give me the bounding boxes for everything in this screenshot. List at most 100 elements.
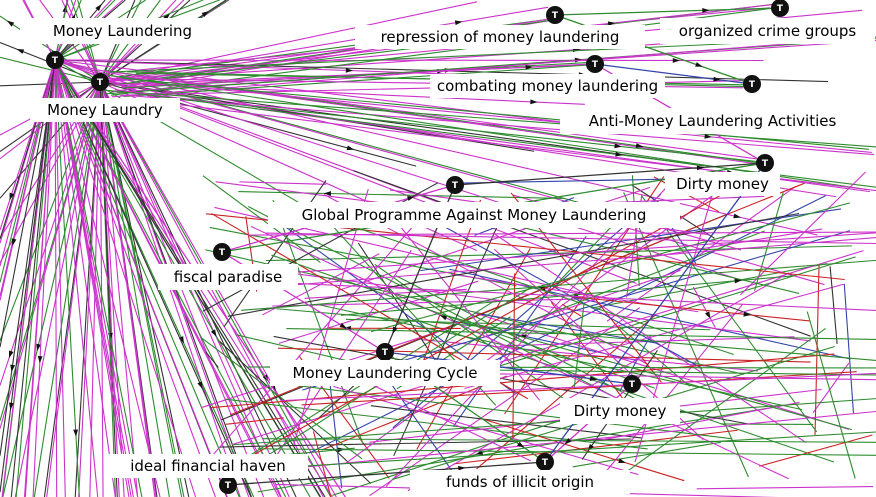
node-label-dirty-money-2[interactable]: Dirty money xyxy=(574,402,667,420)
edge-line-339 xyxy=(244,232,876,277)
edge-line-327 xyxy=(276,308,876,361)
edge-line-201 xyxy=(277,347,811,363)
edge-line-264 xyxy=(332,412,584,496)
edge-line-209 xyxy=(806,311,856,479)
topic-node-letter: T xyxy=(762,159,769,169)
edge-arrowhead xyxy=(713,76,721,82)
node-label-organized-crime[interactable]: organized crime groups xyxy=(679,22,857,40)
topic-node-icon[interactable]: T xyxy=(376,343,394,361)
topic-node-disc xyxy=(376,343,394,361)
edge-line-128 xyxy=(54,59,818,236)
node-label-dirty-money-1[interactable]: Dirty money xyxy=(676,175,769,193)
topic-node-disc xyxy=(546,6,564,24)
edge-arrowhead xyxy=(564,437,572,445)
topic-node-icon[interactable]: T xyxy=(743,75,761,93)
topic-node-disc xyxy=(446,176,464,194)
topic-node-icon[interactable]: T xyxy=(219,476,237,494)
edge-line-287 xyxy=(275,249,412,457)
edge-line-38 xyxy=(99,81,190,497)
topic-node-icon[interactable]: T xyxy=(446,176,464,194)
edge-line-329 xyxy=(286,328,876,340)
topic-node-disc xyxy=(213,243,231,261)
topic-node-icon[interactable]: T xyxy=(586,55,604,73)
node-label-bg xyxy=(430,74,665,98)
edge-line-220 xyxy=(219,340,372,485)
topic-node-icon[interactable]: T xyxy=(546,6,564,24)
edge-line-309 xyxy=(829,266,838,345)
edge-line-103 xyxy=(54,59,216,497)
edge-line-295 xyxy=(512,273,516,439)
node-label-repression[interactable]: repression of money laundering xyxy=(381,28,620,46)
edge-line-326 xyxy=(247,231,876,236)
edge-line-162 xyxy=(104,37,876,95)
edge-line-283 xyxy=(407,272,790,492)
topic-node-letter: T xyxy=(52,56,59,66)
edge-line-78 xyxy=(54,59,252,497)
edge-arrowhead xyxy=(743,311,751,317)
edge-line-25 xyxy=(99,1,478,83)
edge-line-254 xyxy=(319,304,803,411)
edge-line-184 xyxy=(594,303,744,486)
node-label-anti-ml[interactable]: Anti-Money Laundering Activities xyxy=(589,112,837,130)
edge-line-104 xyxy=(24,59,56,497)
edge-line-238 xyxy=(631,175,640,286)
topic-node-icon[interactable]: T xyxy=(213,243,231,261)
node-label-ideal-haven[interactable]: ideal financial haven xyxy=(130,457,286,475)
node-label-bg xyxy=(560,398,680,424)
edge-arrowhead xyxy=(695,62,703,67)
edge-arrowhead xyxy=(525,64,533,70)
edge-line-230 xyxy=(370,405,643,439)
edge-line-243 xyxy=(231,250,864,446)
edge-arrowhead xyxy=(614,143,622,149)
edge-line-198 xyxy=(374,263,600,425)
edge-line-16 xyxy=(99,81,185,497)
topic-node-disc xyxy=(743,75,761,93)
topic-node-icon[interactable]: T xyxy=(756,154,774,172)
edge-arrowhead xyxy=(704,133,712,139)
edge-line-180 xyxy=(812,362,850,414)
topic-node-icon[interactable]: T xyxy=(623,375,641,393)
topic-node-icon[interactable]: T xyxy=(46,51,64,69)
edge-arrowhead xyxy=(95,3,102,12)
edge-arrowhead xyxy=(339,322,347,329)
edge-arrowhead xyxy=(517,441,525,448)
topic-node-disc xyxy=(623,375,641,393)
edge-line-247 xyxy=(696,486,874,490)
edge-line-324 xyxy=(250,237,876,290)
edge-line-164 xyxy=(125,94,875,156)
node-label-money-laundering[interactable]: Money Laundering xyxy=(53,22,192,40)
node-label-global-programme[interactable]: Global Programme Against Money Launderin… xyxy=(302,206,647,224)
edge-arrowhead xyxy=(439,315,448,321)
topic-node-icon[interactable]: T xyxy=(771,0,789,17)
topic-node-icon[interactable]: T xyxy=(91,73,109,91)
edge-line-322 xyxy=(257,448,876,456)
node-label-fiscal-paradise[interactable]: fiscal paradise xyxy=(174,268,282,286)
edge-line-299 xyxy=(606,328,826,487)
edge-line-129 xyxy=(0,59,56,231)
edge-line-251 xyxy=(272,298,590,307)
node-label-bg xyxy=(108,454,308,478)
topic-node-disc xyxy=(771,0,789,17)
node-label-ml-cycle[interactable]: Money Laundering Cycle xyxy=(293,364,478,382)
edge-line-95 xyxy=(54,59,143,497)
edge-line-80 xyxy=(54,59,139,497)
edge-line-334 xyxy=(279,431,876,469)
edge-line-156 xyxy=(133,74,767,166)
edge-line-75 xyxy=(32,59,56,497)
node-label-combating[interactable]: combating money laundering xyxy=(437,77,658,95)
edge-line-166 xyxy=(101,89,876,148)
topic-node-letter: T xyxy=(452,181,459,191)
edge-line-116 xyxy=(54,59,58,497)
node-label-money-laundry[interactable]: Money Laundry xyxy=(47,101,163,119)
topic-node-letter: T xyxy=(749,80,756,90)
topic-node-disc xyxy=(756,154,774,172)
edge-line-293 xyxy=(484,419,685,482)
edge-line-305 xyxy=(200,204,433,469)
node-label-illicit-funds[interactable]: funds of illicit origin xyxy=(446,473,594,491)
edge-arrowhead xyxy=(210,329,217,337)
edge-line-90 xyxy=(0,59,56,456)
topic-node-letter: T xyxy=(542,458,549,468)
topic-node-icon[interactable]: T xyxy=(536,453,554,471)
edge-line-228 xyxy=(202,338,363,460)
